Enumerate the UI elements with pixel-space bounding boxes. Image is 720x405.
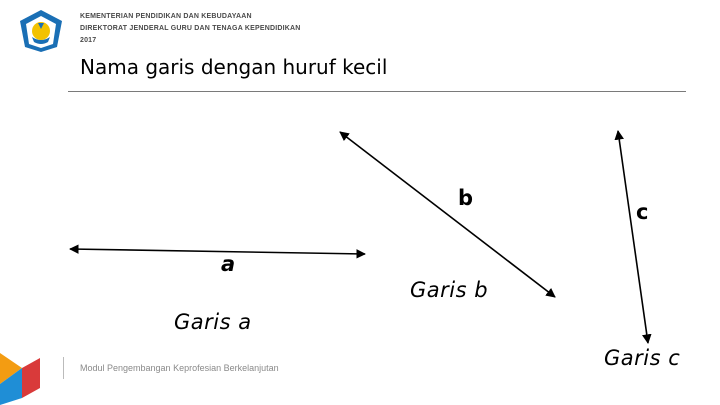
line-c-caption: Garis c xyxy=(604,346,681,370)
line-b-caption: Garis b xyxy=(410,278,489,302)
header-organization: KEMENTERIAN PENDIDIKAN DAN KEBUDAYAAN DI… xyxy=(80,11,301,47)
title-divider xyxy=(68,91,686,92)
line-b xyxy=(339,131,556,298)
line-c-letter: c xyxy=(636,200,649,224)
line-a-letter: a xyxy=(221,252,236,276)
footer-graphic-icon xyxy=(0,353,40,405)
line-a xyxy=(69,244,366,259)
line-a-caption: Garis a xyxy=(174,310,252,334)
line-c xyxy=(614,130,652,344)
org-line-directorate: DIREKTORAT JENDERAL GURU DAN TENAGA KEPE… xyxy=(80,25,301,32)
footer-module-name: Modul Pengembangan Keprofesian Berkelanj… xyxy=(80,363,279,373)
footer-divider xyxy=(63,357,64,379)
org-line-ministry: KEMENTERIAN PENDIDIKAN DAN KEBUDAYAAN xyxy=(80,13,252,20)
org-line-year: 2017 xyxy=(80,37,97,44)
tut-wuri-handayani-logo-icon xyxy=(20,10,62,52)
slide-title: Nama garis dengan huruf kecil xyxy=(80,55,388,79)
line-b-letter: b xyxy=(458,186,474,210)
